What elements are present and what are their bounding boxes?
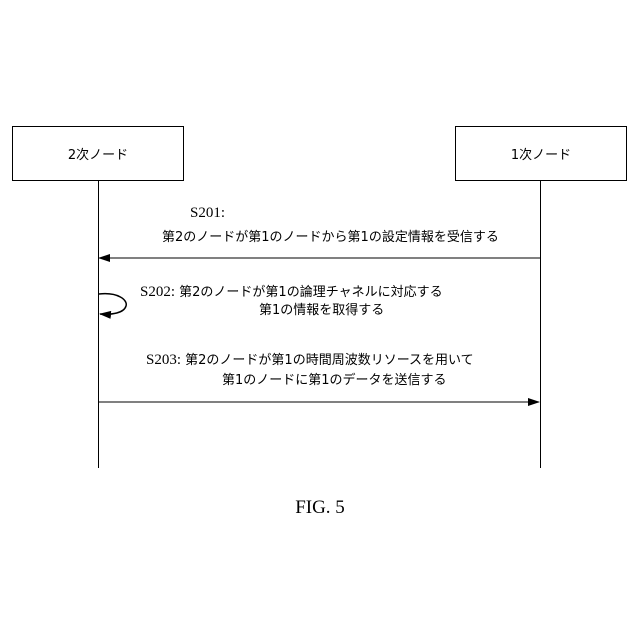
s201-step-label: S201: (190, 204, 225, 222)
s203-message-text-line1: 第2のノードが第1の時間周波数リソースを用いて (185, 353, 474, 368)
s202-message: S202: 第2のノードが第1の論理チャネルに対応する (140, 283, 443, 302)
s202-self-loop-arrow (99, 294, 126, 315)
s202-message-text-line2: 第1の情報を取得する (259, 302, 384, 320)
s203-step-label: S203: (146, 352, 181, 368)
figure-caption: FIG. 5 (0, 497, 640, 519)
s203-message-text-line2: 第1のノードに第1のデータを送信する (222, 372, 447, 390)
s203-message: S203: 第2のノードが第1の時間周波数リソースを用いて (146, 351, 474, 370)
s202-message-text-line1: 第2のノードが第1の論理チャネルに対応する (179, 285, 442, 300)
s201-message-text: 第2のノードが第1のノードから第1の設定情報を受信する (162, 229, 499, 247)
s202-step-label: S202: (140, 284, 175, 300)
